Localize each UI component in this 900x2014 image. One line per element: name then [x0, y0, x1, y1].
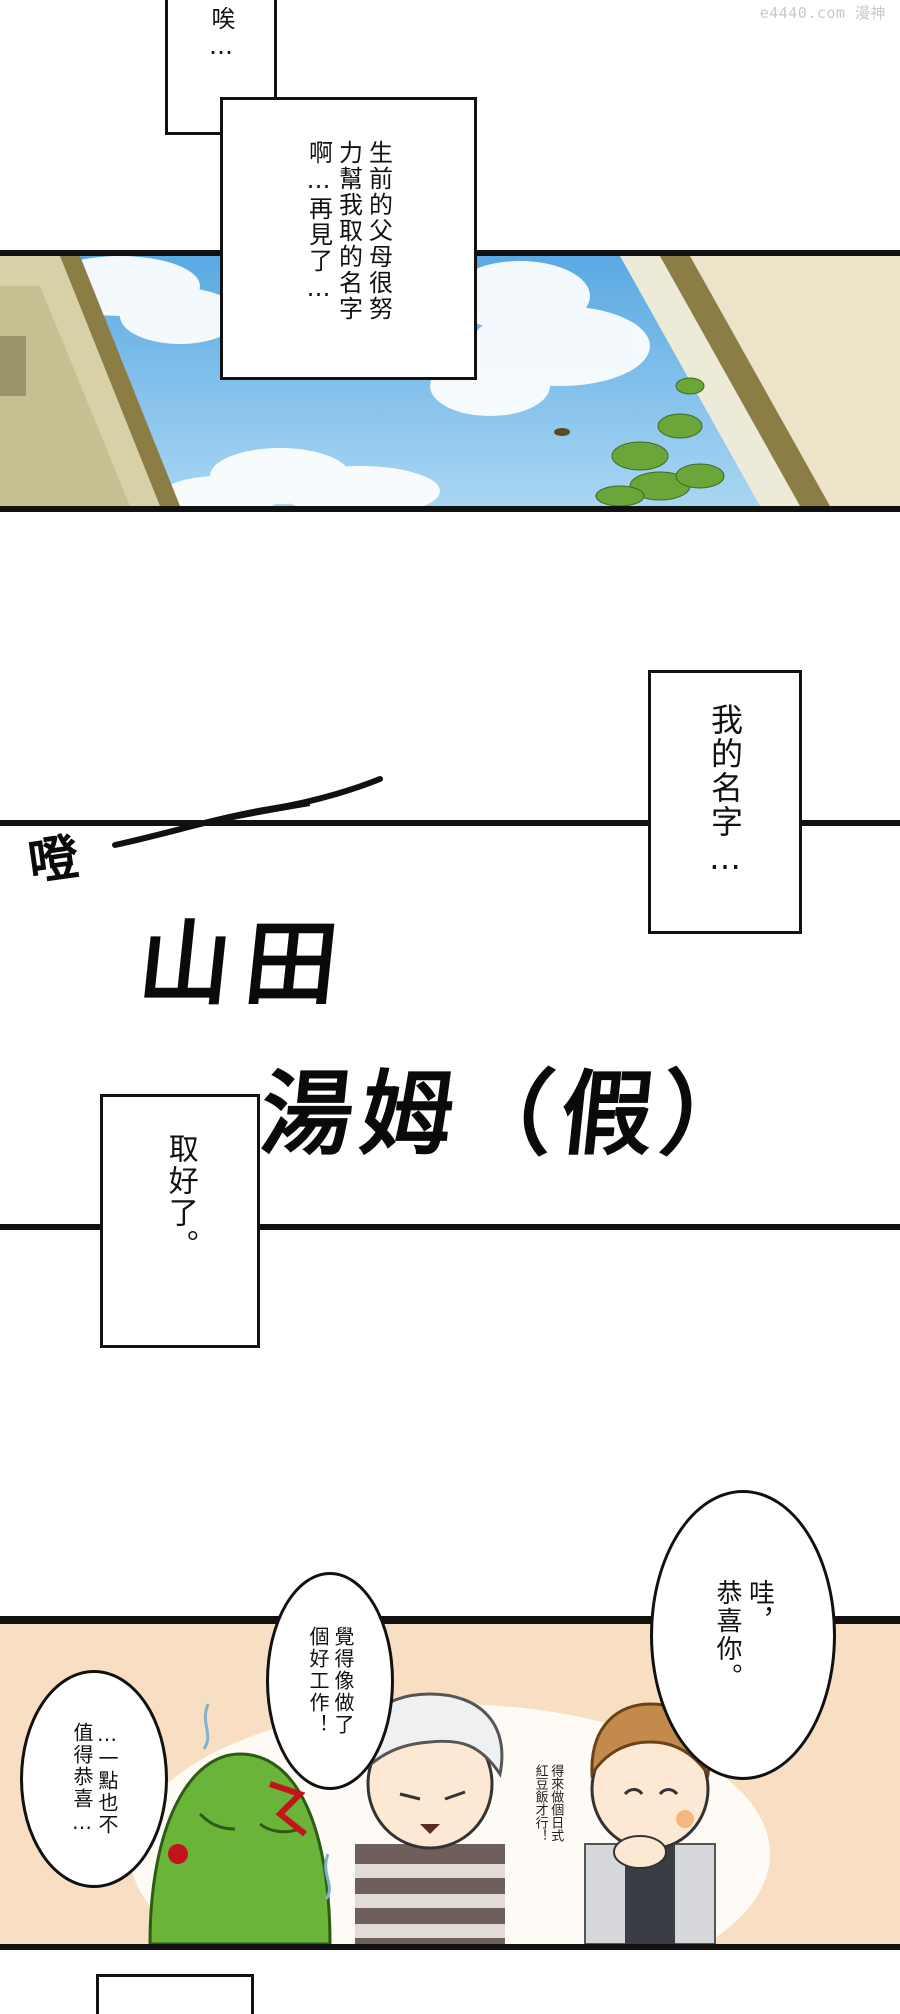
panel-border [0, 820, 900, 826]
name-family: 山田 [133, 910, 357, 1018]
caption-text: 我的名字… [706, 703, 744, 879]
speech-bubble-good-job: 覺得像做了 個好工作！ [266, 1572, 394, 1790]
caption-box-parents: 生前的父母很努 力幫我取的名字 啊…再見了… [220, 97, 477, 380]
site-watermark: e4440.com 漫神 [759, 4, 886, 22]
brush-stroke [112, 776, 383, 848]
side-note-red-bean-rice: 得來做個日式 紅豆飯才行！ [532, 1764, 564, 1842]
green-ghost-figure [148, 1703, 332, 1944]
caption-text: 生前的父母很努 力幫我取的名字 啊…再見了… [304, 140, 393, 322]
speech-bubble-congrats: 哇， 恭喜你。 [650, 1490, 836, 1780]
caption-text: 取好了。 [162, 1133, 198, 1261]
caption-box-my-name: 我的名字… [648, 670, 802, 934]
sky-window-panel [0, 256, 900, 506]
sky-window-illustration [0, 256, 900, 506]
caption-box-partial [96, 1974, 254, 2014]
bubble-text: 覺得像做了 個好工作！ [306, 1626, 355, 1736]
bubble-text: …一點也不 值得恭喜… [70, 1722, 119, 1836]
caption-box-done: 取好了。 [100, 1094, 260, 1348]
panel-border [0, 1616, 900, 1624]
panel-border [0, 506, 900, 512]
bubble-text: 哇， 恭喜你。 [712, 1579, 775, 1691]
speech-bubble-not-worth: …一點也不 值得恭喜… [20, 1670, 168, 1888]
name-given: 湯姆（假） [255, 1060, 767, 1168]
sound-effect: 噔 [24, 826, 83, 893]
caption-text: 唉… [207, 6, 235, 62]
white-hair-boy-figure [355, 1692, 505, 1944]
panel-border [0, 1944, 900, 1950]
panel-border [0, 1224, 900, 1230]
